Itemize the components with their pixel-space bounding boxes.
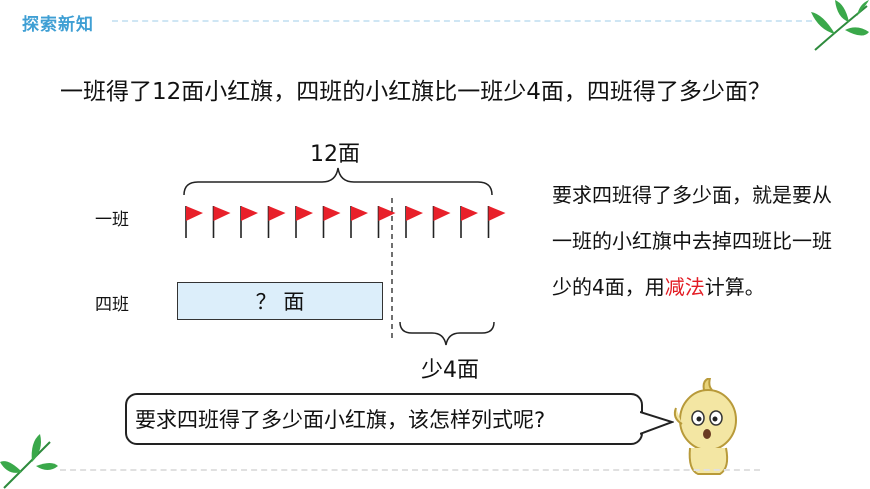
red-flag-icon: [295, 206, 313, 238]
red-flag-icon: [240, 206, 258, 238]
flag-row: [185, 206, 506, 238]
red-flag-icon: [405, 206, 423, 238]
cartoon-character-icon: [673, 378, 737, 475]
red-flag-icon: [322, 206, 341, 238]
explanation-emphasis: 减法: [664, 275, 705, 299]
explanation-text: 要求四班得了多少面，就是要从一班的小红旗中去掉四班比一班少的4面，用减法计算。: [552, 172, 842, 310]
red-flag-icon: [460, 206, 478, 238]
explanation-part2: 计算。: [704, 275, 765, 299]
red-flag-icon: [267, 206, 286, 238]
red-flag-icon: [212, 206, 231, 238]
explanation-part1: 要求四班得了多少面，就是要从一班的小红旗中去掉四班比一班少的4面，用: [552, 183, 832, 299]
red-flag-icon: [377, 206, 396, 238]
total-brace: [183, 167, 493, 196]
word-problem-text: 一班得了12面小红旗，四班的小红旗比一班少4面，四班得了多少面？: [60, 79, 771, 105]
red-flag-icon: [432, 206, 451, 238]
red-flag-icon: [487, 206, 506, 238]
speech-bubble-text: 要求四班得了多少面小红旗，该怎样列式呢?: [135, 408, 546, 432]
total-flags-label: 12面: [310, 142, 360, 167]
unknown-quantity-label: ？ 面: [255, 290, 305, 314]
difference-label: 少4面: [421, 358, 479, 383]
leaf-decoration-top-right-icon: [811, 0, 869, 51]
red-flag-icon: [350, 206, 368, 238]
page-section-title: 探索新知: [22, 15, 94, 35]
red-flag-icon: [185, 206, 203, 238]
footer-divider: [60, 469, 760, 471]
class-four-label: 四班: [95, 295, 129, 315]
leaf-decoration-bottom-left-icon: [0, 434, 58, 489]
header-divider: [112, 20, 812, 22]
speech-bubble-tail: [640, 411, 674, 435]
difference-brace: [399, 321, 495, 346]
unknown-quantity-box: ？ 面: [177, 282, 383, 320]
speech-bubble: 要求四班得了多少面小红旗，该怎样列式呢?: [125, 393, 643, 445]
class-one-label: 一班: [95, 210, 129, 230]
